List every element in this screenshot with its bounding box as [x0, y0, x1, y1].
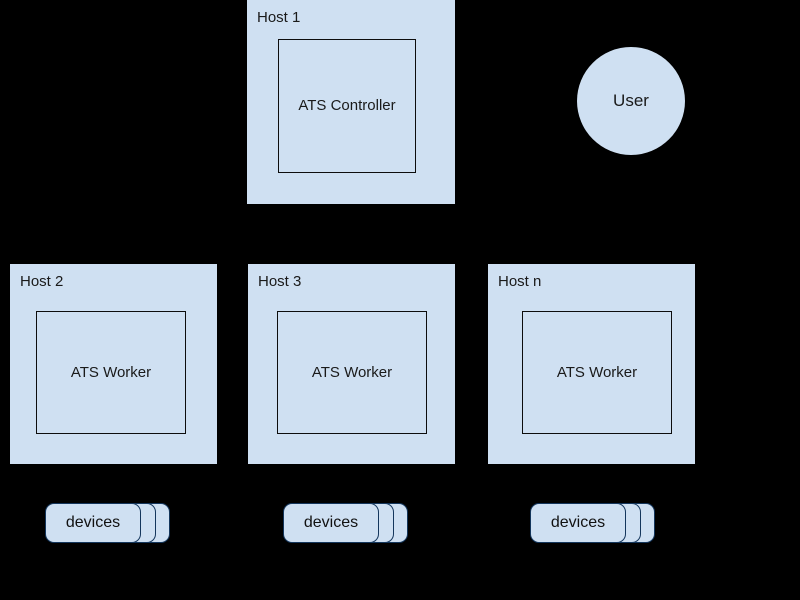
devices-sheet-front[interactable]: devices — [530, 503, 626, 543]
service-label-ats-worker-2: ATS Worker — [311, 363, 393, 381]
user-node[interactable]: User — [577, 47, 685, 155]
service-label-ats-worker-1: ATS Worker — [70, 363, 152, 381]
host-label-worker-1: Host 2 — [20, 273, 64, 290]
service-box-ats-controller[interactable]: ATS Controller — [278, 39, 416, 173]
devices-label-worker-n: devices — [550, 514, 606, 531]
service-label-ats-worker-n: ATS Worker — [556, 363, 638, 381]
user-label: User — [613, 91, 649, 110]
service-box-ats-worker-n[interactable]: ATS Worker — [522, 311, 672, 434]
service-box-ats-worker-1[interactable]: ATS Worker — [36, 311, 186, 434]
host-label-worker-2: Host 3 — [258, 273, 302, 290]
service-label-ats-controller: ATS Controller — [298, 97, 396, 114]
host-box-worker-n[interactable]: Host n ATS Worker — [488, 264, 695, 464]
host-box-controller[interactable]: Host 1 ATS Controller — [247, 0, 455, 204]
host-box-worker-2[interactable]: Host 3 ATS Worker — [248, 264, 455, 464]
devices-sheet-front[interactable]: devices — [45, 503, 141, 543]
devices-sheet-front[interactable]: devices — [283, 503, 379, 543]
devices-stack-worker-2[interactable]: devices — [283, 503, 408, 543]
host-label-controller: Host 1 — [257, 9, 301, 26]
service-box-ats-worker-2[interactable]: ATS Worker — [277, 311, 427, 434]
host-label-worker-n: Host n — [498, 273, 542, 290]
devices-label-worker-2: devices — [303, 514, 359, 531]
host-box-worker-1[interactable]: Host 2 ATS Worker — [10, 264, 217, 464]
devices-stack-worker-1[interactable]: devices — [45, 503, 170, 543]
devices-stack-worker-n[interactable]: devices — [530, 503, 655, 543]
devices-label-worker-1: devices — [65, 514, 121, 531]
